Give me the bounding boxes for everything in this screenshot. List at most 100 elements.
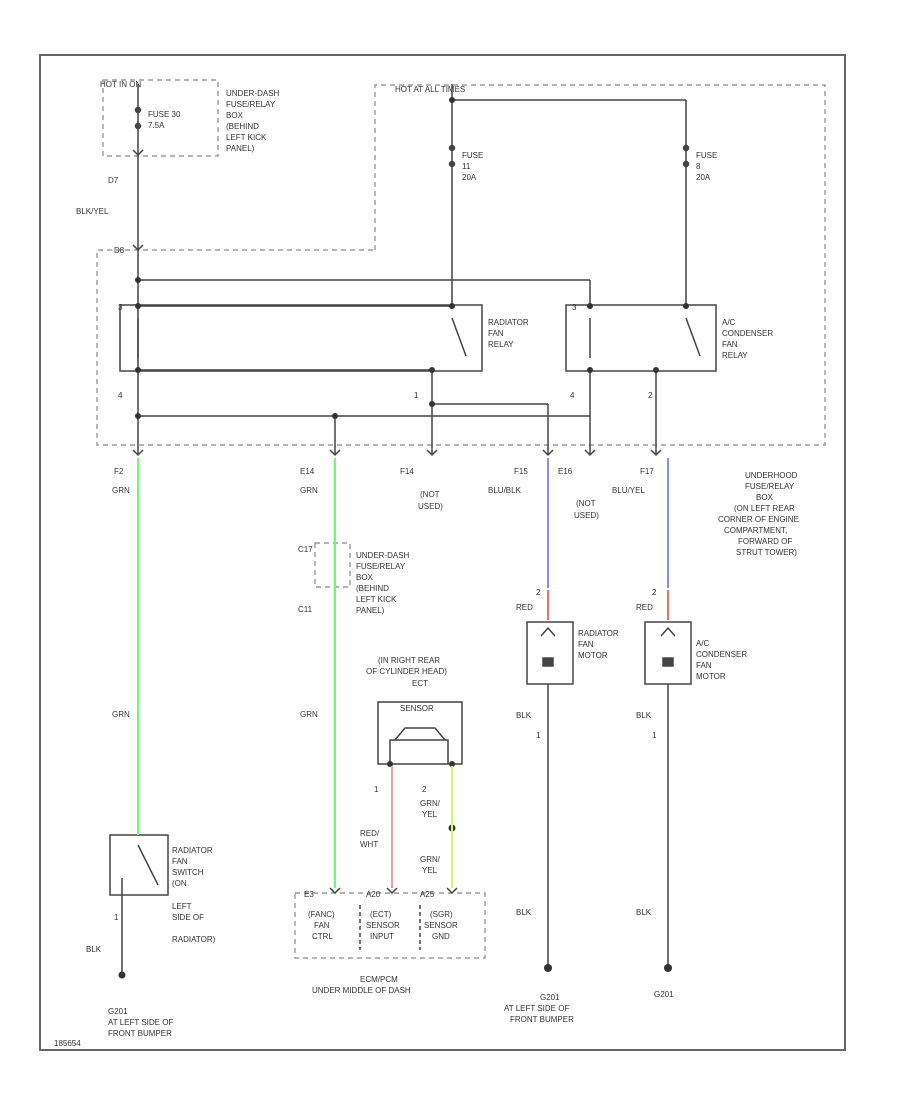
label-fuse30: FUSE 30 bbox=[148, 110, 181, 119]
svg-text:CTRL: CTRL bbox=[312, 932, 333, 941]
wire-blk-ac-bottom: BLK bbox=[636, 908, 652, 917]
svg-text:FRONT BUMPER: FRONT BUMPER bbox=[108, 1029, 172, 1038]
not-used-2a: (NOT bbox=[576, 499, 596, 508]
ect-location-2: OF CYLINDER HEAD) bbox=[366, 667, 447, 676]
connector-a20: A20 bbox=[366, 890, 381, 899]
svg-text:RELAY: RELAY bbox=[488, 340, 514, 349]
ecm-pcm-location: UNDER MIDDLE OF DASH bbox=[312, 986, 411, 995]
ect-location-1: (IN RIGHT REAR bbox=[378, 656, 440, 665]
pin-1-ac-motor: 1 bbox=[652, 731, 657, 740]
svg-text:UNDER-DASH: UNDER-DASH bbox=[226, 89, 280, 98]
svg-text:LEFT KICK: LEFT KICK bbox=[356, 595, 397, 604]
svg-text:PANEL): PANEL) bbox=[226, 144, 255, 153]
connector-f15: F15 bbox=[514, 467, 528, 476]
pin-1-switch: 1 bbox=[114, 913, 119, 922]
ac-motor-label: A/C CONDENSER FAN MOTOR bbox=[696, 639, 747, 681]
svg-text:MOTOR: MOTOR bbox=[578, 651, 608, 660]
svg-text:FUSE/RELAY: FUSE/RELAY bbox=[745, 482, 795, 491]
connector-e16: E16 bbox=[558, 467, 573, 476]
label-fuse11-num: 11 bbox=[462, 162, 471, 171]
label-fuse11-amp: 20A bbox=[462, 173, 477, 182]
svg-text:BOX: BOX bbox=[226, 111, 244, 120]
pin-1-rad-motor: 1 bbox=[536, 731, 541, 740]
pin-1-ect: 1 bbox=[374, 785, 379, 794]
svg-text:SENSOR: SENSOR bbox=[366, 921, 400, 930]
ground-g201-right: G201 bbox=[654, 990, 674, 999]
svg-text:FAN: FAN bbox=[314, 921, 330, 930]
connector-f17: F17 bbox=[640, 467, 654, 476]
underhood-box-label: UNDERHOOD FUSE/RELAY BOX (ON LEFT REAR C… bbox=[718, 471, 799, 557]
connector-f14: F14 bbox=[400, 467, 414, 476]
svg-text:CONDENSER: CONDENSER bbox=[722, 329, 773, 338]
ground-g201-mid: G201 AT LEFT SIDE OF FRONT BUMPER bbox=[504, 993, 574, 1024]
pin-1a: 1 bbox=[414, 391, 419, 400]
ac-relay-label: A/C CONDENSER FAN RELAY bbox=[722, 318, 773, 360]
svg-text:RELAY: RELAY bbox=[722, 351, 748, 360]
svg-text:GND: GND bbox=[432, 932, 450, 941]
svg-text:RADIATOR): RADIATOR) bbox=[172, 935, 216, 944]
connector-d8: D8 bbox=[114, 246, 125, 255]
svg-text:(BEHIND: (BEHIND bbox=[356, 584, 389, 593]
wire-blk-rad: BLK bbox=[516, 711, 532, 720]
wire-red-wht-b: WHT bbox=[360, 840, 378, 849]
svg-text:FAN: FAN bbox=[722, 340, 738, 349]
radiator-relay-label: RADIATOR FAN RELAY bbox=[488, 318, 529, 349]
ect-sensor: SENSOR bbox=[400, 704, 434, 713]
label-fuse8: FUSE bbox=[696, 151, 717, 160]
label-fuse30-amp: 7.5A bbox=[148, 121, 165, 130]
svg-text:(SGR): (SGR) bbox=[430, 910, 453, 919]
svg-text:INPUT: INPUT bbox=[370, 932, 394, 941]
pin-3b: 3 bbox=[572, 303, 577, 312]
svg-text:RADIATOR: RADIATOR bbox=[578, 629, 619, 638]
svg-text:FAN: FAN bbox=[172, 857, 188, 866]
label-hot-at-all-times: HOT AT ALL TIMES bbox=[395, 85, 465, 94]
wire-blk-ac: BLK bbox=[636, 711, 652, 720]
ect-name: ECT bbox=[412, 679, 428, 688]
svg-text:SWITCH: SWITCH bbox=[172, 868, 204, 877]
underdash-fuse-box-top bbox=[102, 79, 219, 157]
pin-2-rad-motor: 2 bbox=[536, 588, 541, 597]
svg-text:A/C: A/C bbox=[696, 639, 710, 648]
svg-text:RADIATOR: RADIATOR bbox=[172, 846, 213, 855]
wire-blu-blk: BLU/BLK bbox=[488, 486, 522, 495]
svg-text:COMPARTMENT,: COMPARTMENT, bbox=[724, 526, 787, 535]
radiator-switch-label: RADIATOR FAN SWITCH (ON LEFT SIDE OF RAD… bbox=[172, 846, 216, 944]
colored-wires bbox=[137, 458, 669, 888]
pin-2-ect: 2 bbox=[422, 785, 427, 794]
dashed-boxes bbox=[96, 79, 826, 959]
underdash-fuse-box-mid bbox=[314, 542, 351, 588]
svg-text:FUSE/RELAY: FUSE/RELAY bbox=[226, 100, 276, 109]
junction-dots bbox=[118, 97, 689, 979]
ecm-cell-fanc: (FANC) FAN CTRL bbox=[308, 910, 335, 941]
svg-text:FRONT BUMPER: FRONT BUMPER bbox=[510, 1015, 574, 1024]
wire-grn-yel-2a: GRN/ bbox=[420, 855, 441, 864]
wire-blk-rad-bottom: BLK bbox=[516, 908, 532, 917]
pin-4a: 4 bbox=[118, 391, 123, 400]
svg-text:STRUT TOWER): STRUT TOWER) bbox=[736, 548, 797, 557]
svg-text:LEFT KICK: LEFT KICK bbox=[226, 133, 267, 142]
wire-grn-3: GRN bbox=[112, 710, 130, 719]
svg-text:A/C: A/C bbox=[722, 318, 736, 327]
labels: HOT IN ON HOT AT ALL TIMES FUSE 30 7.5A … bbox=[54, 80, 799, 1048]
wire-grn-yel-1b: YEL bbox=[422, 810, 438, 819]
wire-blk-yel: BLK/YEL bbox=[76, 207, 109, 216]
label-fuse8-amp: 20A bbox=[696, 173, 711, 182]
wire-grn-4: GRN bbox=[300, 710, 318, 719]
ecm-pcm-name: ECM/PCM bbox=[360, 975, 398, 984]
svg-text:SENSOR: SENSOR bbox=[424, 921, 458, 930]
svg-text:RADIATOR: RADIATOR bbox=[488, 318, 529, 327]
svg-text:MOTOR: MOTOR bbox=[696, 672, 726, 681]
radiator-motor-label: RADIATOR FAN MOTOR bbox=[578, 629, 619, 660]
connector-c17: C17 bbox=[298, 545, 313, 554]
svg-text:PANEL): PANEL) bbox=[356, 606, 385, 615]
svg-text:AT LEFT SIDE OF: AT LEFT SIDE OF bbox=[504, 1004, 569, 1013]
svg-text:(FANC): (FANC) bbox=[308, 910, 335, 919]
label-fuse8-num: 8 bbox=[696, 162, 701, 171]
wire-red-2: RED bbox=[636, 603, 653, 612]
svg-text:UNDERHOOD: UNDERHOOD bbox=[745, 471, 798, 480]
wire-red-wht-a: RED/ bbox=[360, 829, 380, 838]
svg-text:(ON: (ON bbox=[172, 879, 187, 888]
svg-text:FUSE/RELAY: FUSE/RELAY bbox=[356, 562, 406, 571]
connector-e3: E3 bbox=[304, 890, 314, 899]
svg-text:(ON LEFT REAR: (ON LEFT REAR bbox=[734, 504, 795, 513]
